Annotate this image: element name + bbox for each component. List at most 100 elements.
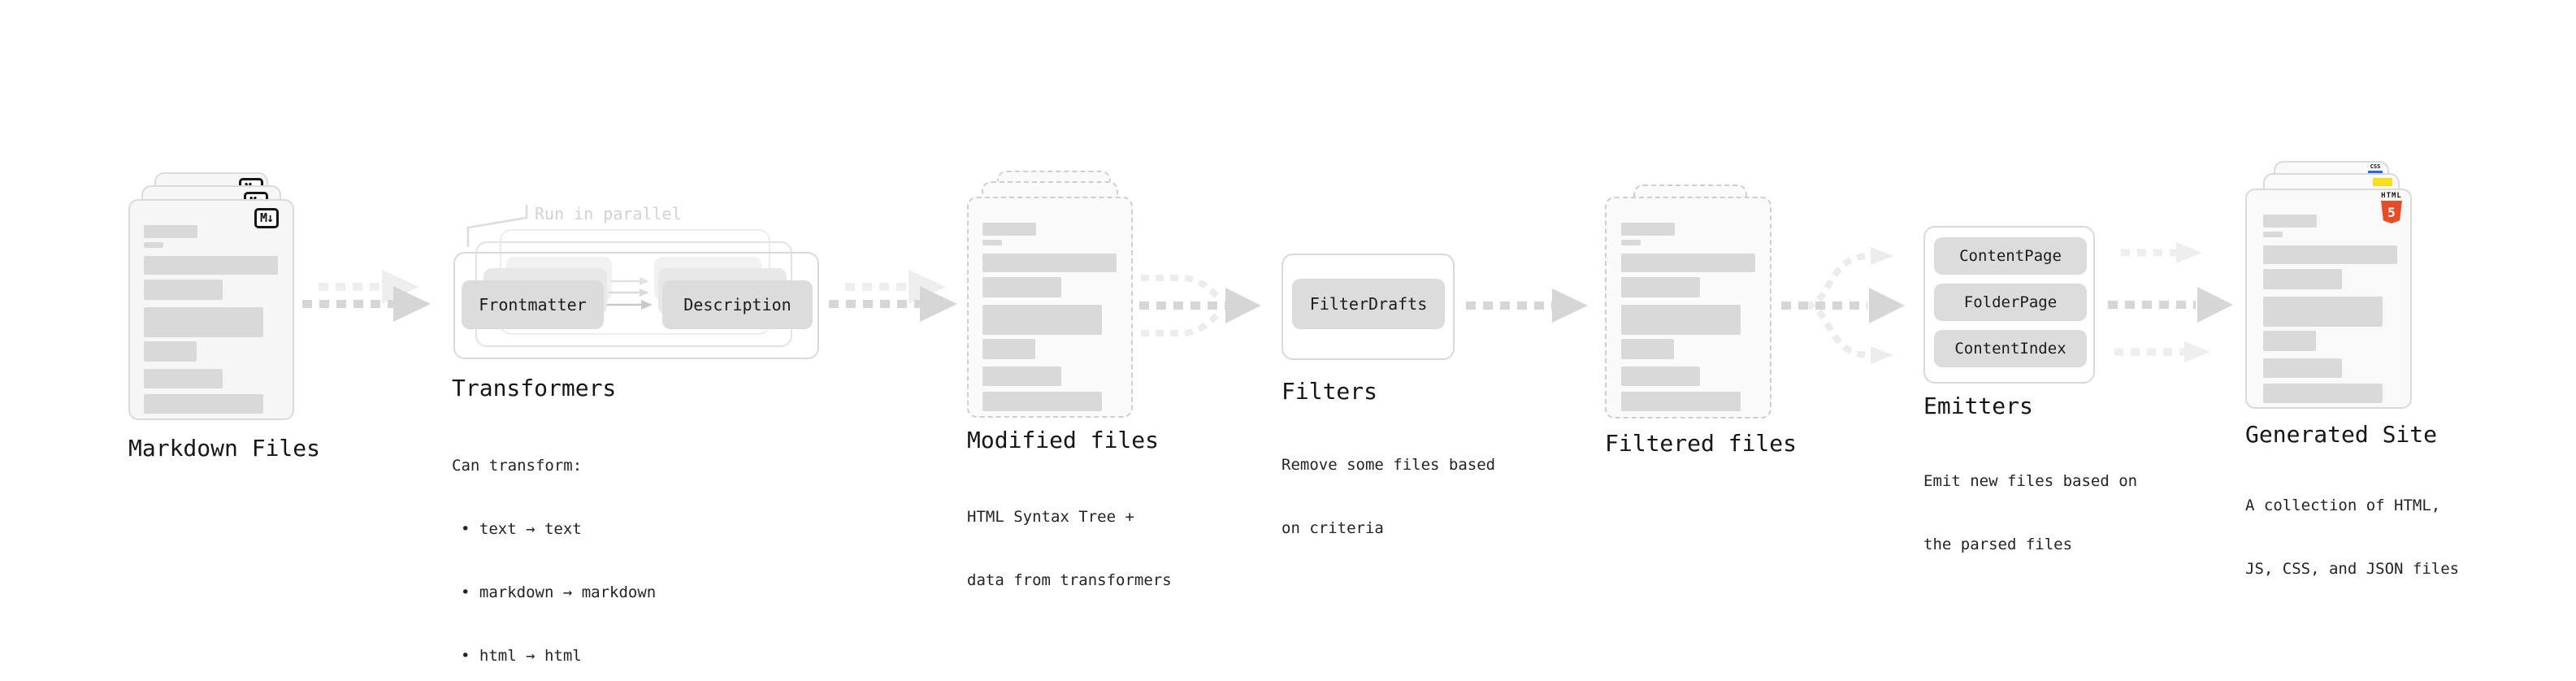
description-line: Remove some files based [1281,456,1496,474]
arrowhead-icon [909,270,946,304]
arrowhead-icon [382,270,419,304]
arrowhead-icon [1871,346,1893,364]
text-line-placeholder [144,307,263,337]
js-badge [2373,178,2392,186]
flow-arrow-filters-to-filtered [1466,288,1588,323]
text-line-placeholder [144,225,197,238]
text-line-placeholder [982,367,1061,386]
annotation-callout-line [466,205,528,247]
text-line-placeholder [1621,339,1674,359]
pill-folderpage: FolderPage [1934,284,2087,321]
node-description-emitters: Emit new files based on the parsed files [1923,428,2137,597]
text-line-placeholder [982,392,1102,411]
file-card-front [128,199,294,420]
document-text-placeholder [982,198,1133,419]
node-label-generated-site: Generated Site [2245,421,2438,448]
text-line-placeholder [2263,269,2342,289]
parallel-arrows-icon [607,277,653,310]
file-card-front [1605,197,1772,419]
text-line-placeholder [1621,305,1741,335]
emitters-box [1923,226,2095,384]
document-text-placeholder [1621,198,1772,420]
css-badge: CSS [2366,164,2384,174]
text-line-placeholder [2263,358,2342,378]
description-line: HTML Syntax Tree + [967,508,1134,526]
flow-arrow-transformers-to-modified [829,270,957,322]
text-line-placeholder [2263,245,2397,264]
description-line: Can transform: [452,457,583,475]
text-line-placeholder [1621,254,1755,272]
text-line-placeholder [144,242,163,248]
description-line: A collection of HTML, [2245,497,2441,514]
text-line-placeholder [144,369,223,388]
text-line-placeholder [144,341,197,362]
flow-arrow-markdown-to-transformers [302,270,431,322]
description-line: JS, CSS, and JSON files [2245,560,2460,578]
flow-arrow-filtered-to-emitters [1781,247,1905,364]
text-line-placeholder [2263,331,2316,351]
text-line-placeholder [144,256,278,275]
html5-badge: HTML 5 [2379,193,2404,223]
description-line: data from transformers [967,571,1172,589]
text-line-placeholder [144,280,223,300]
text-line-placeholder [1621,240,1641,245]
text-line-placeholder [1621,367,1700,386]
pill-description: Description [662,280,813,329]
text-line-placeholder [982,254,1117,272]
arrowhead-icon [1225,288,1261,323]
arrowhead-icon [2184,341,2210,362]
arrowhead-icon [1869,288,1905,323]
pill-contentindex: ContentIndex [1934,330,2087,367]
file-card-front [967,197,1133,418]
node-description-modified-files: HTML Syntax Tree + data from transformer… [967,464,1172,633]
description-line: • markdown → markdown [461,583,657,601]
text-line-placeholder [982,240,1002,245]
flow-arrow-emitters-to-site [2108,242,2233,362]
pill-frontmatter: Frontmatter [462,280,604,329]
css-badge-underline [2368,171,2383,174]
flow-arrow-modified-to-filters [1139,275,1261,336]
markdown-badge: M↓ [254,208,280,228]
text-line-placeholder [1621,223,1675,236]
node-label-filters: Filters [1281,378,1378,405]
description-line: on criteria [1281,519,1384,537]
text-line-placeholder [982,223,1036,236]
filters-box [1281,254,1455,360]
pill-filterdrafts: FilterDrafts [1292,279,1445,329]
file-card-front [2245,189,2412,409]
description-line: the parsed files [1923,536,2073,553]
text-line-placeholder [1621,392,1741,411]
node-label-markdown-files: Markdown Files [128,435,321,462]
description-line: Emit new files based on [1923,472,2138,490]
node-description-generated-site: A collection of HTML, JS, CSS, and JSON … [2245,453,2459,622]
node-description-filters: Remove some files based on criteria [1281,412,1495,581]
text-line-placeholder [982,277,1061,297]
node-description-transformers: Can transform: • text → text • markdown … [452,413,656,681]
html5-shield-icon: 5 [2381,201,2402,223]
text-line-placeholder [2263,297,2383,327]
arrowhead-icon [393,286,431,322]
text-line-placeholder [1621,277,1700,297]
description-line: • html → html [461,647,582,665]
arrowhead-icon [1552,288,1588,323]
arrowhead-icon [2176,242,2202,263]
text-line-placeholder [2263,384,2383,403]
text-line-placeholder [2263,232,2283,237]
html5-badge-label: HTML [2381,192,2402,200]
arrowhead-icon [1871,247,1893,265]
transformer-box-front [453,252,819,359]
arrowhead-icon [920,286,957,322]
node-label-filtered-files: Filtered files [1605,430,1798,457]
text-line-placeholder [982,339,1035,359]
text-line-placeholder [2263,215,2317,228]
arrowhead-icon [2197,287,2233,323]
html5-number: 5 [2387,204,2396,220]
description-line: • text → text [461,520,582,538]
node-label-modified-files: Modified files [967,427,1160,453]
css-badge-label: CSS [2370,163,2381,170]
text-line-placeholder [144,394,263,414]
document-text-placeholder [2263,190,2413,410]
document-text-placeholder [144,201,294,422]
node-label-emitters: Emitters [1923,393,2033,419]
